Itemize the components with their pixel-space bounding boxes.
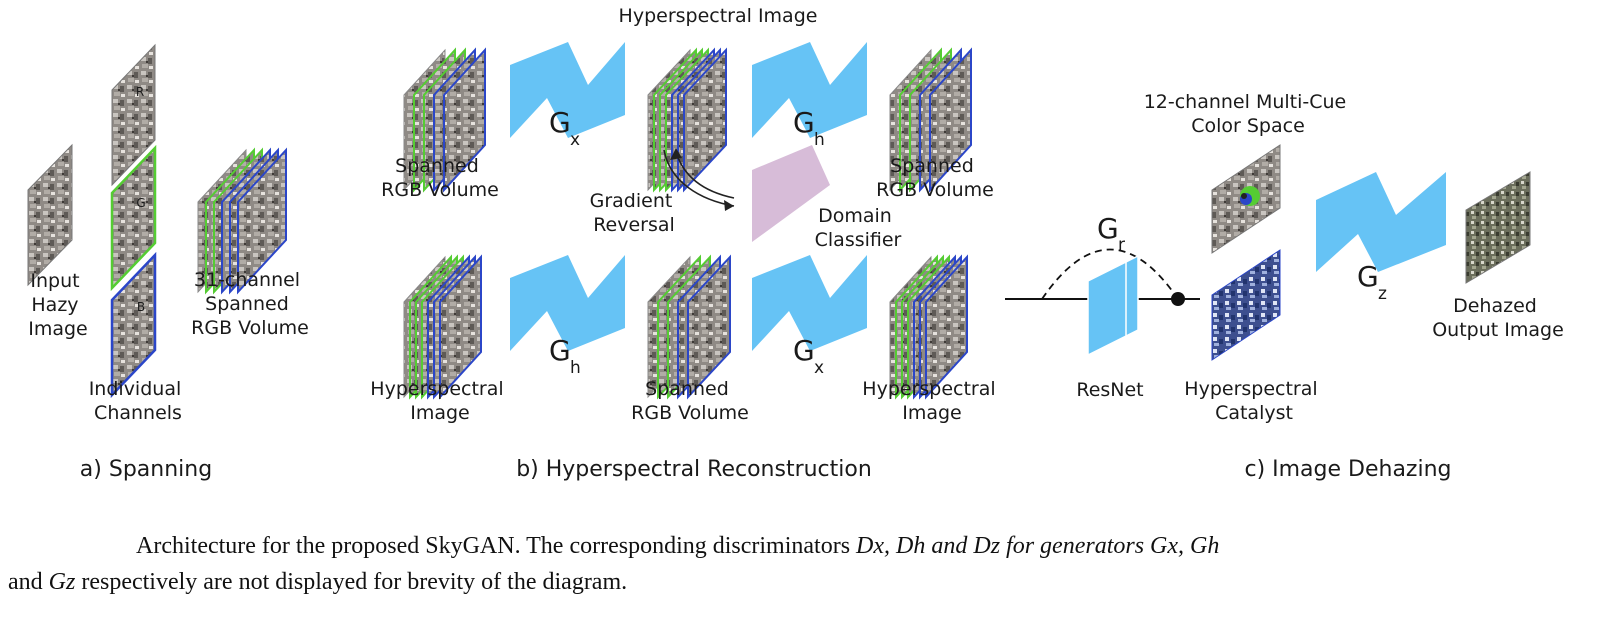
channel-g-label: G [136, 196, 145, 210]
channels-label: Individual Channels [89, 378, 188, 424]
gr-sub: r [1118, 235, 1125, 255]
caption-math-1: Dx, Dh and Dz for generators Gx, Gh [856, 533, 1220, 559]
catalyst-image [1211, 249, 1281, 361]
gh-bottom-sub: h [570, 358, 581, 378]
bottom-mid-label: Spanned RGB Volume [631, 378, 749, 424]
dehazing-section: G r ResNet 12-channel Multi-Cue Color Sp… [1005, 91, 1564, 482]
top-right-volume [889, 47, 972, 193]
section-b-title: b) Hyperspectral Reconstruction [516, 457, 872, 482]
resnet-label: ResNet [1076, 379, 1143, 401]
spanned-volume-31ch [197, 147, 287, 295]
spanning-section: Input Hazy Image R G B Individual Channe… [27, 43, 309, 482]
resnet-block-front [1087, 260, 1127, 357]
section-c-title: c) Image Dehazing [1244, 457, 1451, 482]
channel-g-image [110, 144, 157, 292]
channel-b-image [110, 251, 157, 399]
gradient-reversal-label: Gradient Reversal [590, 190, 679, 236]
bottom-left-label: Hyperspectral Image [370, 378, 509, 424]
gx-top-sub: x [570, 130, 580, 150]
section-a-title: a) Spanning [80, 457, 212, 482]
gx-top-symbol: G [549, 106, 571, 139]
input-hazy-image [27, 143, 73, 287]
hyperspectral-title: Hyperspectral Image [619, 5, 818, 27]
caption-text-2: respectively are not displayed for brevi… [75, 569, 628, 595]
dehazed-output-image [1465, 171, 1531, 284]
gx-bottom-symbol: G [793, 334, 815, 367]
resnet-skip-curve [1041, 248, 1179, 300]
generator-gx-bottom [752, 255, 867, 351]
bottom-right-volume [889, 254, 968, 400]
caption-and: and [8, 569, 43, 595]
gx-bottom-sub: x [814, 358, 824, 378]
multicue-label: 12-channel Multi-Cue Color Space [1144, 91, 1353, 137]
channel-b-label: B [137, 300, 145, 314]
figure-caption: Architecture for the proposed SkyGAN. Th… [8, 528, 1592, 600]
bottom-center-volume [647, 254, 731, 400]
catalyst-label: Hyperspectral Catalyst [1184, 378, 1323, 424]
domain-classifier-shape [752, 145, 830, 242]
color-cue-blob [1240, 186, 1260, 206]
bottom-left-volume [403, 254, 482, 400]
reconstruction-section: Hyperspectral Image Spanned RGB Volume G… [370, 5, 1001, 482]
channel-r-image [111, 43, 156, 187]
bottom-right-label: Hyperspectral Image [862, 378, 1001, 424]
output-label: Dehazed Output Image [1432, 295, 1564, 341]
channel-r-label: R [136, 85, 144, 99]
gh-bottom-symbol: G [549, 334, 571, 367]
gr-symbol: G [1097, 212, 1119, 245]
generator-gh-top [752, 42, 867, 138]
gh-top-sub: h [814, 130, 825, 150]
top-left-label: Spanned RGB Volume [381, 155, 499, 201]
caption-math-2: Gz [48, 569, 76, 595]
gz-symbol: G [1357, 260, 1379, 293]
domain-classifier-label: Domain Classifier [815, 205, 902, 251]
top-left-volume [403, 47, 486, 193]
gradient-reversal-arrow [663, 148, 735, 211]
generator-gx-top [510, 42, 625, 138]
generator-gz [1316, 172, 1446, 272]
volume-label: 31-channel Spanned RGB Volume [191, 269, 309, 339]
input-label: Input Hazy Image [28, 270, 88, 340]
top-right-label: Spanned RGB Volume [876, 155, 994, 201]
gz-sub: z [1378, 284, 1387, 304]
residual-join-dot [1171, 292, 1185, 306]
gh-top-symbol: G [793, 106, 815, 139]
generator-gh-bottom [510, 255, 625, 351]
top-center-volume [647, 47, 727, 193]
caption-text-1: Architecture for the proposed SkyGAN. Th… [136, 533, 857, 559]
